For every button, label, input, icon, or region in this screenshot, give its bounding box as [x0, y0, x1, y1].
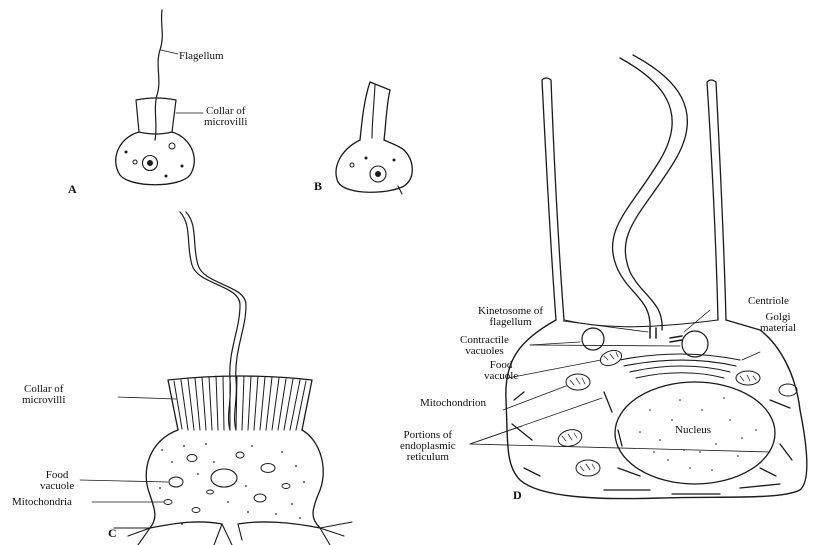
panel-c-nucleus	[211, 469, 237, 487]
label-nucleus: Nucleus	[675, 425, 711, 436]
panel-letter-a: A	[68, 182, 77, 197]
panel-b-granule	[393, 159, 395, 161]
label-collar-a-line2: microvilli	[204, 117, 247, 128]
panel-c-microvilli	[174, 376, 306, 430]
panel-d-kinetosome	[650, 328, 656, 338]
panel-d-cell-body	[506, 320, 807, 499]
panel-d-cell	[470, 55, 807, 499]
label-food-vacuole-c: Food vacuole	[40, 470, 74, 492]
panel-d-flagellum	[625, 55, 687, 330]
panel-c-leader-collar	[118, 397, 176, 399]
panel-a-granule	[181, 165, 183, 167]
label-golgi: Golgi material	[760, 312, 796, 334]
panel-d-endoplasmic-reticulum	[512, 392, 792, 494]
panel-letter-b: B	[314, 179, 322, 194]
panel-d-centriole	[670, 336, 682, 342]
panel-c-cell-body	[146, 430, 323, 528]
label-contractile-vacuoles: Contractile vacuoles	[460, 335, 509, 357]
panel-b-flagellum	[372, 85, 375, 138]
label-collar-a: Collar of microvilli	[204, 106, 247, 128]
panel-c-cell	[80, 212, 352, 545]
panel-b-cell	[336, 82, 412, 194]
label-flagellum-a: Flagellum	[179, 51, 224, 62]
panel-a-cell	[116, 10, 203, 185]
panel-d-microvillus-left	[542, 78, 564, 320]
panel-a-flagellum	[155, 10, 162, 140]
panel-letter-c: C	[108, 526, 117, 541]
label-collar-c: Collar of microvilli	[22, 384, 65, 406]
panel-d-contractile-vacuole	[682, 331, 708, 357]
panel-a-vacuole	[133, 160, 137, 164]
label-mitochondrion: Mitochondrion	[420, 398, 486, 409]
label-kinetosome: Kinetosome of flagellum	[478, 306, 543, 328]
panel-d-mitochondria	[556, 348, 797, 476]
panel-c-mitochondria	[164, 484, 290, 513]
panel-d-microvillus-right	[707, 80, 726, 320]
label-endoplasmic-reticulum: Portions of endoplasmic reticulum	[400, 430, 456, 463]
label-golgi-line2: material	[760, 323, 796, 334]
panel-a-leader-flagellum	[161, 50, 178, 54]
panel-b-cell-body	[336, 140, 412, 192]
panel-b-vacuole	[350, 163, 354, 167]
label-mitochondria-c: Mitochondria	[12, 497, 72, 508]
panel-c-food-vacuoles	[169, 452, 275, 502]
panel-c-leader-food	[80, 480, 168, 482]
label-portions-line3: reticulum	[400, 452, 456, 463]
panel-a-granule	[165, 175, 167, 177]
panel-b-granule	[365, 157, 367, 159]
panel-b-nucleolus	[376, 172, 381, 177]
panel-a-vacuole	[169, 143, 175, 149]
panel-letter-d: D	[513, 488, 522, 503]
label-food-vacuole-c-line2: vacuole	[40, 481, 74, 492]
panel-a-granule	[125, 151, 127, 153]
label-centriole: Centriole	[748, 296, 789, 307]
label-food-vacuole-d: Food vacuole	[484, 360, 518, 382]
panel-c-pseudopodia	[114, 522, 352, 545]
label-food-vacuole-d-line2: vacuole	[484, 371, 518, 382]
panel-d-cell-body	[564, 320, 718, 327]
label-contractile-line2: vacuoles	[460, 346, 509, 357]
panel-d-mito-cristae	[562, 352, 756, 471]
label-collar-c-line2: microvilli	[22, 395, 65, 406]
panel-d-golgi	[620, 354, 740, 378]
panel-d-contractile-vacuole	[582, 328, 604, 350]
panel-a-nucleolus	[148, 161, 153, 166]
panel-c-collar-outline	[168, 376, 312, 430]
label-kinetosome-line2: flagellum	[478, 317, 543, 328]
